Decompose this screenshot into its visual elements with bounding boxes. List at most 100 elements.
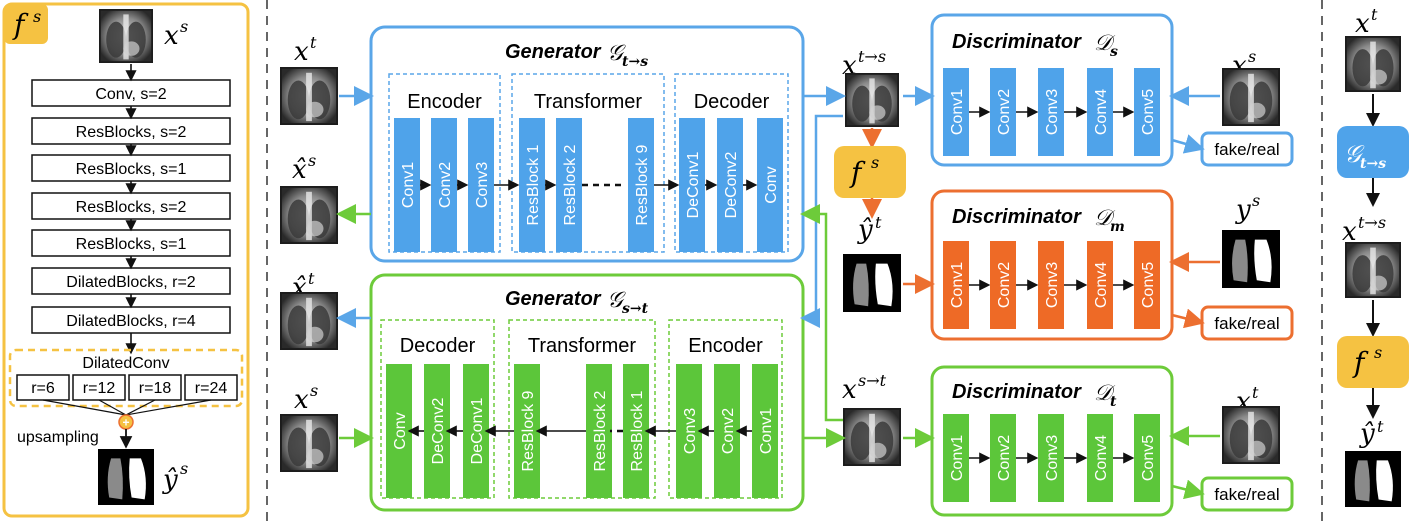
label-x-t-input: x bbox=[294, 37, 309, 67]
label-yhat-t: ŷ bbox=[857, 215, 873, 245]
inf-mask-yhat-t bbox=[1345, 451, 1401, 507]
gen-ts-sub: t→s bbox=[622, 54, 648, 70]
generator-block bbox=[757, 118, 783, 252]
label-x-t-right-sup: t bbox=[1252, 383, 1259, 402]
xray-x-st bbox=[843, 408, 901, 466]
label-x-s-right-sup: s bbox=[1248, 47, 1256, 66]
generator-block-label: ResBlock 9 bbox=[520, 390, 537, 471]
generator-block bbox=[752, 364, 778, 498]
label-x-s-input-sup: s bbox=[310, 381, 318, 400]
generator-section-label: Decoder bbox=[400, 335, 476, 357]
seg-output-label: ŷ bbox=[162, 465, 178, 495]
discriminator-block-label: Conv4 bbox=[1093, 435, 1110, 481]
discriminator-block bbox=[1038, 414, 1064, 502]
discriminator-block bbox=[1134, 241, 1160, 329]
discriminator-block-label: Conv3 bbox=[1044, 435, 1061, 481]
seg-output-mask bbox=[98, 449, 154, 505]
inf-yhat-t-sup: t bbox=[1377, 417, 1384, 436]
generator-block-label: DeConv2 bbox=[430, 398, 447, 465]
generator-block-label: Conv3 bbox=[474, 162, 491, 208]
dilation-rate-box bbox=[128, 374, 182, 401]
inf-generator-box bbox=[1337, 126, 1409, 178]
seg-layer-box bbox=[31, 79, 231, 107]
discriminator-block bbox=[1087, 241, 1113, 329]
disc-t-output: fake/real bbox=[1214, 485, 1279, 504]
discriminator-block bbox=[1087, 68, 1113, 156]
disc-t-sub: t bbox=[1110, 394, 1117, 410]
discriminator-block bbox=[943, 414, 969, 502]
generator-section-frame bbox=[674, 73, 789, 253]
discriminator-block bbox=[1087, 414, 1113, 502]
disc-t-math: 𝒟 bbox=[1094, 381, 1116, 406]
label-x-st: x bbox=[842, 375, 857, 405]
gen-ts-math: 𝒢 bbox=[607, 41, 626, 66]
seg-input-sup: s bbox=[180, 17, 188, 36]
discriminator-block bbox=[943, 241, 969, 329]
inf-generator-sub: t→s bbox=[1360, 156, 1386, 172]
generator-block-label: DeConv1 bbox=[469, 398, 486, 465]
generator-section-label: Decoder bbox=[694, 91, 770, 113]
generator-block bbox=[586, 364, 612, 498]
disc-s-sub: s bbox=[1110, 44, 1118, 60]
label-yhat-t-sup: t bbox=[875, 213, 882, 232]
discriminator-block-label: Conv4 bbox=[1093, 262, 1110, 308]
generator-section-frame bbox=[380, 319, 495, 499]
generator-block-label: ResBlock 2 bbox=[562, 144, 579, 225]
gen-st-sub: s→t bbox=[622, 301, 649, 317]
generator-block bbox=[468, 118, 494, 252]
dilation-rate-label: r=24 bbox=[195, 380, 228, 397]
seg-input-xray bbox=[99, 9, 153, 63]
mask-yhat-t bbox=[843, 254, 901, 312]
generator-block-label: ResBlock 9 bbox=[634, 144, 651, 225]
generator-block-label: DeConv1 bbox=[685, 152, 702, 219]
seg-layer-box bbox=[31, 154, 231, 182]
discriminator-block-label: Conv1 bbox=[949, 262, 966, 308]
label-xhat-s: x̂ bbox=[292, 155, 307, 185]
inf-seg-box bbox=[1337, 336, 1409, 388]
discriminator-block bbox=[990, 241, 1016, 329]
discriminator-block bbox=[1038, 68, 1064, 156]
discriminator-block bbox=[943, 68, 969, 156]
generator-block bbox=[556, 118, 582, 252]
xray-x-t-input bbox=[280, 67, 338, 125]
disc-s-math: 𝒟 bbox=[1094, 31, 1116, 56]
xray-x-t-right bbox=[1222, 406, 1280, 464]
discriminator-block-label: Conv5 bbox=[1140, 262, 1157, 308]
inf-generator: 𝒢 bbox=[1344, 140, 1365, 168]
discriminator-block bbox=[1134, 68, 1160, 156]
discriminator-block bbox=[990, 414, 1016, 502]
seg-layer-label: ResBlocks, s=1 bbox=[76, 236, 187, 253]
discriminator-block-label: Conv1 bbox=[949, 435, 966, 481]
disc-m-title: Discriminator bbox=[952, 206, 1082, 228]
inf-yhat-t: ŷ bbox=[1359, 419, 1375, 449]
upsampling-label: upsampling bbox=[17, 429, 99, 446]
label-x-st-sup: s→t bbox=[858, 371, 887, 390]
generator-block-label: ResBlock 2 bbox=[592, 390, 609, 471]
seg-layer-box bbox=[31, 117, 231, 145]
disc-m-output: fake/real bbox=[1214, 314, 1279, 333]
gen-st-title: Generator bbox=[505, 288, 602, 310]
gen-st-math: 𝒢 bbox=[607, 288, 626, 313]
discriminator-block bbox=[1134, 414, 1160, 502]
generator-block-label: Conv2 bbox=[437, 162, 454, 208]
sum-node-symbol: + bbox=[122, 416, 129, 430]
inf-x-t-sup: t bbox=[1371, 5, 1378, 24]
seg-layer-label: Conv, s=2 bbox=[95, 86, 166, 103]
generator-section-frame bbox=[508, 319, 656, 499]
label-x-s-input: x bbox=[294, 385, 309, 415]
inf-x-ts-sup: t→s bbox=[1358, 213, 1386, 232]
seg-layer-label: DilatedBlocks, r=4 bbox=[66, 313, 195, 330]
dilation-rate-label: r=12 bbox=[83, 380, 116, 397]
inf-seg-sup: s bbox=[1374, 343, 1382, 362]
dilation-rate-label: r=6 bbox=[31, 380, 55, 397]
disc-s-output: fake/real bbox=[1214, 140, 1279, 159]
disc-m-math: 𝒟 bbox=[1094, 206, 1116, 231]
discriminator-block bbox=[1038, 241, 1064, 329]
inf-x-t: x bbox=[1355, 9, 1370, 39]
label-xhat-t-sup: t bbox=[308, 269, 315, 288]
